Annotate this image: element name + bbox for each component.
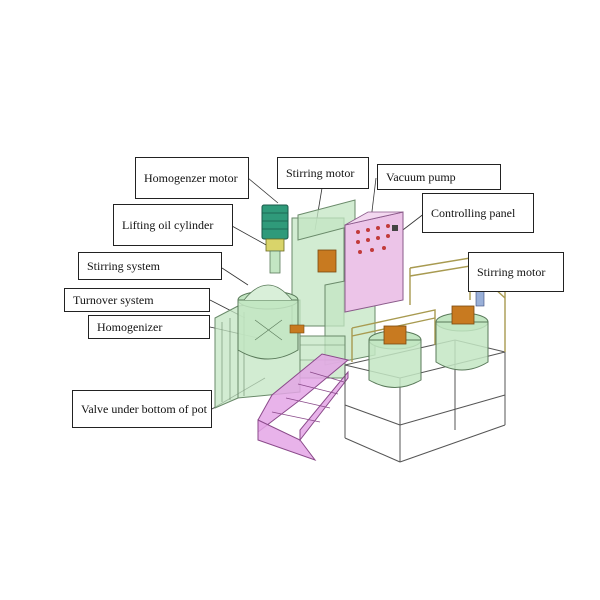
- side-tank-left: [368, 325, 422, 388]
- label-lifting-oil-cylinder: Lifting oil cylinder: [113, 204, 233, 246]
- side-tank-right: [435, 289, 489, 371]
- controlling-panel-cabinet: [344, 211, 404, 313]
- label-stirring-motor-right: Stirring motor: [468, 252, 564, 292]
- label-homogenizer-motor: Homogenzer motor: [135, 157, 249, 199]
- main-pot: [237, 284, 305, 360]
- label-vacuum-pump: Vacuum pump: [377, 164, 501, 190]
- label-stirring-motor-top: Stirring motor: [277, 157, 369, 189]
- stair-steps: [271, 371, 345, 423]
- label-homogenizer: Homogenizer: [88, 315, 210, 339]
- label-controlling-panel: Controlling panel: [422, 193, 534, 233]
- label-turnover-system: Turnover system: [64, 288, 210, 312]
- homogenizer-motor: [261, 204, 289, 274]
- stirring-motor-top: [317, 249, 337, 273]
- label-valve-under-bottom: Valve under bottom of pot: [72, 390, 212, 428]
- stairs: [257, 353, 350, 462]
- label-stirring-system: Stirring system: [78, 252, 222, 280]
